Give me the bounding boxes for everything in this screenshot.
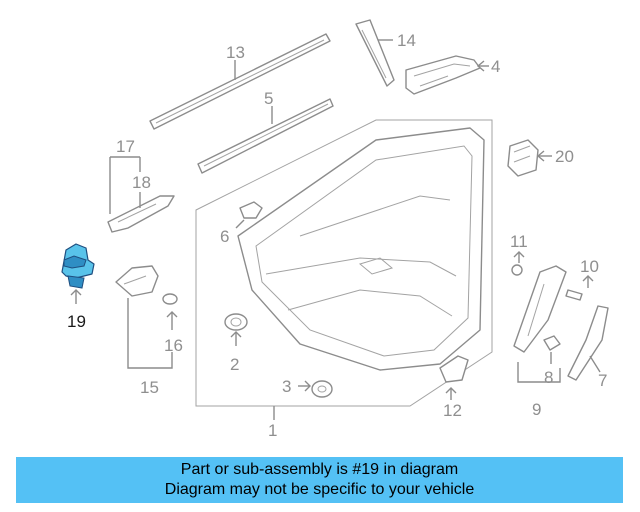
parts-diagram: 13 5 14 4 20 17 [61, 19, 609, 440]
callout-10: 10 [580, 257, 599, 276]
callout-12: 12 [443, 401, 462, 420]
callout-7: 7 [598, 371, 607, 390]
part-10-bolt[interactable]: 10 [565, 257, 599, 301]
part-2-push-clip[interactable]: 2 [224, 313, 248, 374]
callout-9: 9 [532, 400, 541, 419]
info-banner: Part or sub-assembly is #19 in diagram D… [16, 457, 623, 503]
callout-6: 6 [220, 227, 229, 246]
part-8-clip[interactable]: 8 [543, 335, 561, 387]
callout-17: 17 [116, 137, 135, 156]
callout-14: 14 [397, 31, 416, 50]
callout-11: 11 [510, 232, 528, 251]
part-9-armrest-bracket[interactable]: 9 [513, 265, 567, 419]
callout-20: 20 [555, 147, 574, 166]
part-20-switch[interactable]: 20 [507, 139, 574, 177]
callout-15: 15 [140, 378, 159, 397]
part-1-door-trim-panel[interactable]: 1 [195, 119, 493, 440]
callout-1: 1 [268, 421, 277, 440]
part-19-window-switch[interactable]: 19 [61, 243, 95, 331]
callout-2: 2 [230, 355, 239, 374]
part-15-16-bracket[interactable]: 16 15 [115, 265, 183, 397]
banner-line-2: Diagram may not be specific to your vehi… [164, 481, 475, 498]
part-12-handle-bracket[interactable]: 12 [439, 355, 469, 420]
callout-18: 18 [132, 173, 151, 192]
part-5-belt-molding[interactable]: 5 [197, 89, 334, 174]
callout-3: 3 [282, 377, 291, 396]
callout-5: 5 [264, 89, 273, 108]
part-4-inside-handle[interactable]: 4 [405, 55, 500, 95]
part-14-trim-cover[interactable]: 14 [355, 19, 416, 87]
part-3-grommet[interactable]: 3 [282, 377, 333, 398]
part-17-18-bracket[interactable]: 17 18 [107, 137, 175, 233]
callout-16: 16 [164, 336, 183, 355]
callout-8: 8 [544, 368, 553, 387]
callout-4: 4 [491, 57, 500, 76]
part-6-clip[interactable]: 6 [220, 201, 263, 246]
part-7-trim-strip[interactable]: 7 [567, 305, 609, 390]
part-13-weatherstrip[interactable]: 13 [149, 33, 331, 130]
callout-13: 13 [226, 43, 245, 62]
banner-line-1: Part or sub-assembly is #19 in diagram [180, 461, 459, 478]
part-11-screw[interactable]: 11 [510, 232, 528, 276]
callout-19: 19 [67, 312, 86, 331]
